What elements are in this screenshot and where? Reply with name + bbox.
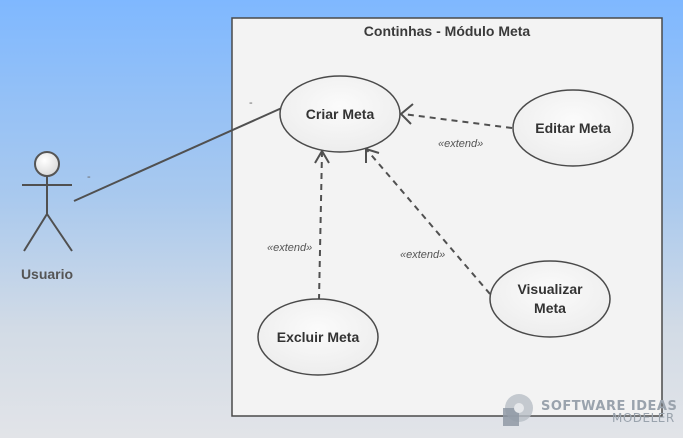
actor-head bbox=[34, 151, 60, 177]
extend-label-visualizar: «extend» bbox=[400, 249, 445, 261]
boundary-title: Continhas - Módulo Meta bbox=[364, 23, 531, 39]
watermark-line2: MODELER bbox=[612, 411, 675, 425]
usecase-excluir-label: Excluir Meta bbox=[277, 329, 360, 345]
association-line[interactable] bbox=[73, 106, 285, 202]
association-mark-usecase: - bbox=[249, 97, 253, 109]
extend-line-excluir[interactable] bbox=[318, 151, 323, 301]
actor-right-leg bbox=[46, 213, 73, 252]
watermark-line1: SOFTWARE IDEAS bbox=[541, 399, 677, 414]
extend-label-excluir: «extend» bbox=[267, 242, 312, 254]
actor-usuario[interactable] bbox=[22, 151, 73, 252]
usecase-criar-meta[interactable]: Criar Meta bbox=[279, 75, 401, 153]
extend-arrowhead-editar bbox=[399, 103, 414, 125]
actor-left-leg bbox=[23, 213, 48, 252]
usecase-editar-label: Editar Meta bbox=[535, 120, 611, 136]
extend-line-visualizar[interactable] bbox=[366, 149, 491, 295]
extend-line-editar[interactable] bbox=[402, 113, 513, 129]
watermark: SOFTWARE IDEAS MODELER bbox=[503, 394, 677, 426]
usecase-editar-meta[interactable]: Editar Meta bbox=[512, 89, 634, 167]
usecase-visualizar-label-1: Visualizar bbox=[517, 281, 583, 297]
extend-label-editar: «extend» bbox=[438, 138, 483, 150]
usecase-visualizar-label-2: Meta bbox=[534, 300, 566, 316]
usecase-excluir-meta[interactable]: Excluir Meta bbox=[257, 298, 379, 376]
association-mark-actor: - bbox=[87, 171, 91, 183]
usecase-criar-label: Criar Meta bbox=[306, 106, 375, 122]
software-ideas-logo-icon bbox=[503, 394, 533, 426]
actor-label: Usuario bbox=[21, 266, 73, 282]
usecase-visualizar-meta[interactable]: Visualizar Meta bbox=[489, 260, 611, 338]
